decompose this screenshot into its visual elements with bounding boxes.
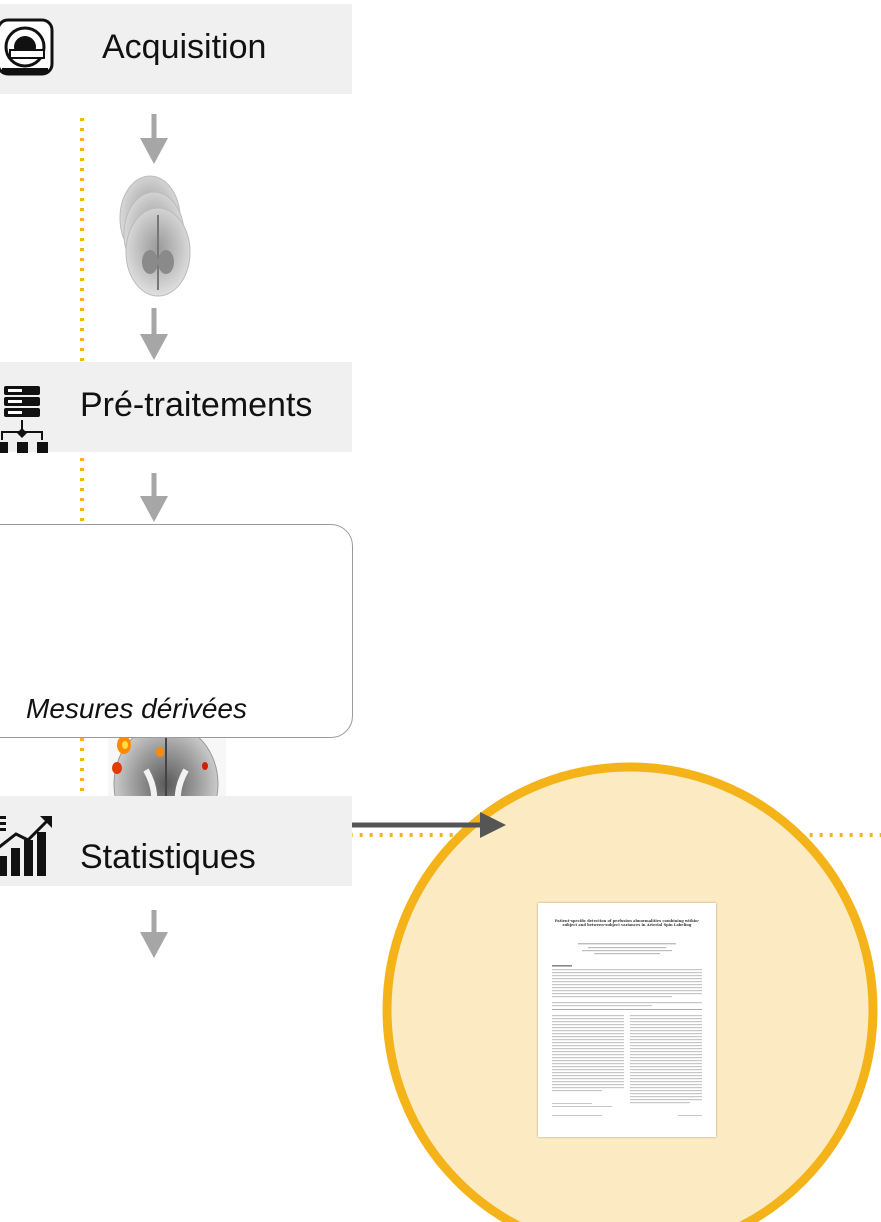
arrow-5-head <box>140 932 168 958</box>
raw-brain-images <box>119 175 191 297</box>
publication-text-lines <box>552 943 702 1116</box>
stage-statistics: Statistiques <box>0 796 352 886</box>
stage-preprocessing: Pré-traitements <box>0 362 352 453</box>
abstract-lines <box>552 969 702 1010</box>
stage-label-statistics: Statistiques <box>80 838 256 876</box>
body-right-column <box>630 1015 702 1116</box>
stage-label-preprocessing: Pré-traitements <box>80 386 313 424</box>
body-left-column <box>552 1015 624 1116</box>
server-pipeline-icon <box>0 386 48 453</box>
bar-chart-growth-icon <box>0 816 52 876</box>
publication-thumbnail: Patient-specific detection of perfusion … <box>538 903 716 1137</box>
publication-title: Patient-specific detection of perfusion … <box>554 919 700 928</box>
derived-measures-label: Mesures dérivées <box>26 693 247 724</box>
stage-label-acquisition: Acquisition <box>102 28 267 66</box>
derived-measures-box <box>0 524 353 738</box>
flow-arrows <box>140 114 168 958</box>
arrow-2-head <box>140 334 168 360</box>
arrow-3-head <box>140 496 168 522</box>
stage-acquisition: Acquisition <box>0 4 352 94</box>
arrow-1-head <box>140 138 168 164</box>
mri-scanner-icon <box>0 18 54 76</box>
